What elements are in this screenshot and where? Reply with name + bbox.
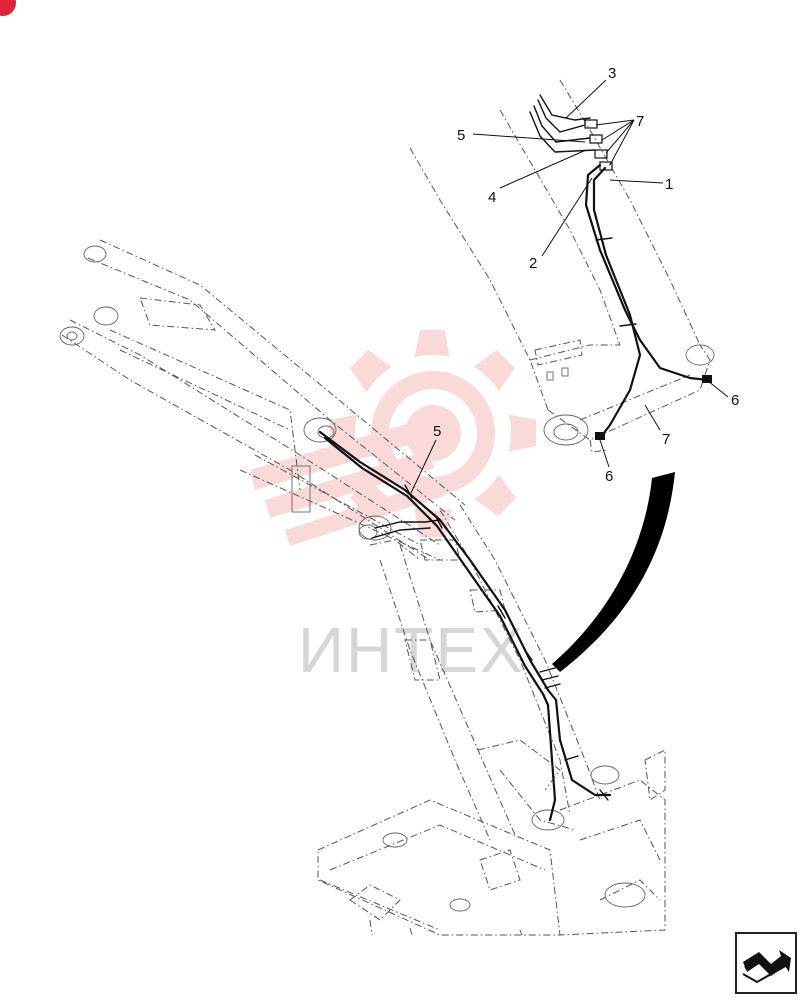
fitting-6-right	[702, 375, 712, 383]
callout-7-top: 7	[636, 113, 644, 130]
detail-arm-outline	[409, 79, 715, 453]
callout-5-top: 5	[457, 127, 465, 144]
hydraulic-lines-detail	[529, 94, 712, 440]
callout-6-left: 6	[605, 468, 613, 485]
callout-6-right: 6	[731, 392, 739, 409]
detail-pointer-arrow	[552, 472, 675, 672]
watermark-gear-logo-icon	[250, 330, 536, 546]
callout-leaders	[409, 79, 729, 496]
callout-2: 2	[529, 255, 537, 272]
callout-labels: 3 7 5 1 4 2 6 7 6 5	[433, 65, 739, 485]
callout-4: 4	[488, 189, 496, 206]
corner-badge-icon	[0, 0, 16, 16]
watermark-text: ИНТЕХ	[298, 614, 525, 686]
next-page-arrow-icon[interactable]	[735, 932, 797, 994]
fitting-6-left	[595, 432, 605, 440]
next-page-arrow-glyph	[742, 950, 791, 984]
arm-outline	[59, 239, 466, 561]
callout-5-main: 5	[433, 423, 441, 440]
callout-7-bottom: 7	[662, 431, 670, 448]
hydraulic-lines-main	[318, 430, 612, 822]
upper-frame-outline	[317, 749, 666, 936]
callout-3: 3	[608, 65, 616, 82]
callout-1: 1	[665, 176, 673, 193]
